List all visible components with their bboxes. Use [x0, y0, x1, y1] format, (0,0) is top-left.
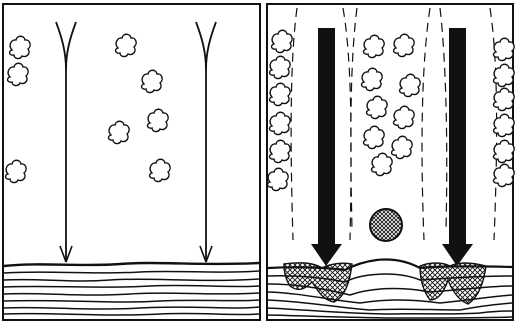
- panel-right: [267, 4, 514, 320]
- panel-left: [3, 4, 260, 320]
- falling-sphere: [370, 209, 402, 241]
